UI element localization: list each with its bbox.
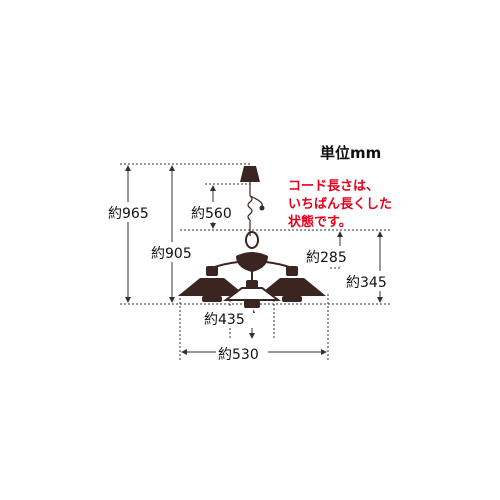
note-line-3: 状態です。 <box>288 215 352 230</box>
shade-diameter-label: 約435 <box>204 312 245 328</box>
cord-adjuster <box>259 205 265 211</box>
cord-length-note: コード長さは、 いちばん長くした 状態です。 <box>288 178 458 232</box>
note-line-1: コード長さは、 <box>288 179 380 194</box>
fixture-height-label: 約345 <box>346 275 387 291</box>
note-line-2: いちばん長くした <box>288 197 393 212</box>
right-lamp <box>258 266 326 302</box>
center-lamp <box>223 280 281 308</box>
pendant-fixture <box>178 166 326 308</box>
hook-ring <box>245 231 259 249</box>
cord <box>247 182 263 236</box>
overall-height-label: 約965 <box>108 206 149 222</box>
left-lamp <box>178 266 246 302</box>
total-width-label: 約530 <box>218 347 259 363</box>
cord-length-label: 約560 <box>191 206 232 222</box>
body-height-label: 約905 <box>151 246 192 262</box>
shade-height-label: 約285 <box>306 250 347 266</box>
center-body <box>236 252 268 272</box>
ceiling-canopy <box>240 166 260 182</box>
unit-label: 単位mm <box>320 144 382 162</box>
